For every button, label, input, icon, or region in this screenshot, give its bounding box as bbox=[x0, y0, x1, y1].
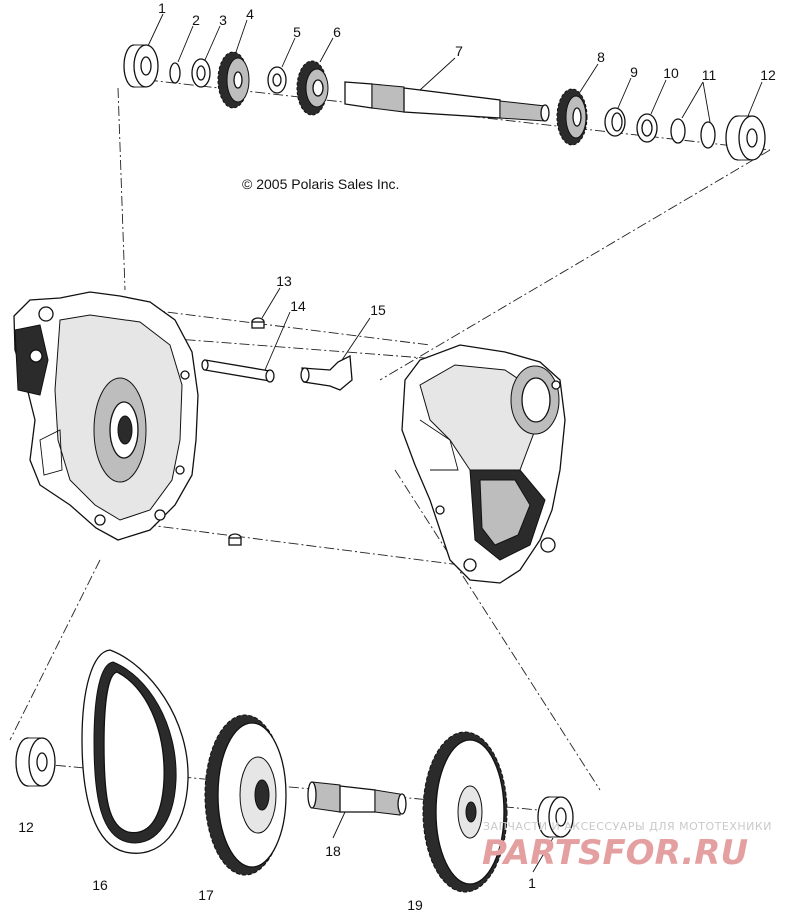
thrust-washer bbox=[267, 66, 287, 94]
bearing-top-right bbox=[725, 115, 766, 161]
watermark: ЗАПЧАСТИ И АКСЕССУАРЫ ДЛЯ МОТОТЕХНИКИ PA… bbox=[482, 820, 772, 873]
clip-a bbox=[670, 118, 686, 144]
callout-8: 8 bbox=[597, 49, 605, 65]
sprocket-large-right bbox=[422, 731, 508, 893]
clip-b bbox=[700, 121, 716, 149]
callout-18: 18 bbox=[325, 843, 341, 859]
callout-4: 4 bbox=[246, 6, 254, 22]
callout-9: 9 bbox=[630, 64, 638, 80]
top-shaft-assembly bbox=[123, 44, 766, 161]
right-case-cover bbox=[401, 344, 566, 584]
watermark-tagline: ЗАПЧАСТИ И АКСЕССУАРЫ ДЛЯ МОТОТЕХНИКИ bbox=[483, 820, 772, 833]
bottom-drive-assembly bbox=[15, 649, 574, 893]
watermark-brand: PARTSFOR.RU bbox=[482, 833, 748, 873]
callout-7: 7 bbox=[455, 43, 463, 59]
callout-3: 3 bbox=[219, 12, 227, 28]
callout-16: 16 bbox=[92, 877, 108, 893]
gear-right bbox=[556, 88, 588, 146]
callout-17: 17 bbox=[198, 887, 214, 903]
callout-1-top: 1 bbox=[158, 0, 166, 16]
dowel-pin-bottom bbox=[228, 533, 242, 546]
callout-10: 10 bbox=[663, 65, 679, 81]
sprocket-large-left bbox=[204, 714, 287, 876]
dowel-pin-top bbox=[251, 317, 265, 329]
left-case-housing bbox=[13, 291, 199, 541]
shift-fork bbox=[300, 354, 353, 391]
callout-2: 2 bbox=[192, 12, 200, 28]
center-small-parts bbox=[201, 317, 353, 546]
bearing-bottom-right bbox=[537, 796, 574, 838]
bearing-top-left bbox=[123, 44, 159, 88]
callout-12-top: 12 bbox=[760, 67, 776, 83]
callout-19: 19 bbox=[407, 897, 423, 913]
washer bbox=[191, 58, 211, 88]
gear-top-small bbox=[217, 51, 250, 109]
drive-chain bbox=[81, 649, 189, 854]
copyright-notice: © 2005 Polaris Sales Inc. bbox=[242, 176, 399, 192]
callout-1-bottom: 1 bbox=[528, 875, 536, 891]
callout-12-bottom: 12 bbox=[18, 819, 34, 835]
spacer-ring bbox=[604, 107, 626, 137]
snap-ring bbox=[169, 62, 181, 84]
washer-right bbox=[636, 113, 658, 143]
bearing-bottom-left bbox=[15, 737, 56, 787]
gear-sprocket bbox=[296, 60, 329, 116]
shift-rod bbox=[201, 359, 275, 383]
callout-11: 11 bbox=[702, 67, 717, 83]
callout-13: 13 bbox=[276, 273, 292, 289]
callout-6: 6 bbox=[333, 24, 341, 40]
callout-14: 14 bbox=[290, 298, 306, 314]
callout-5: 5 bbox=[293, 24, 301, 40]
callout-leaders bbox=[147, 13, 763, 873]
callout-15: 15 bbox=[370, 302, 386, 318]
main-shaft bbox=[344, 81, 550, 122]
output-shaft bbox=[307, 781, 407, 816]
callout-labels: 1 2 3 4 5 6 7 8 9 10 11 12 13 14 15 12 1… bbox=[18, 0, 776, 913]
